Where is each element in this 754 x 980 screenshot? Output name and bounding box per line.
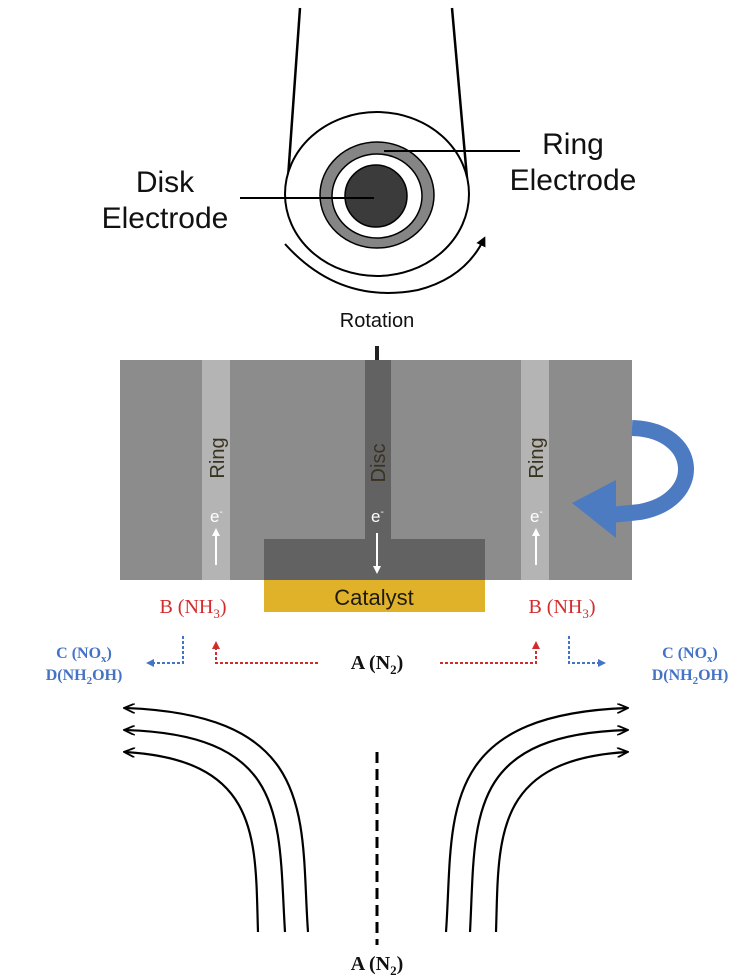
disk-label-line1: Disk <box>136 166 195 199</box>
blue-rotation-arrow-body <box>609 420 694 523</box>
streamline-left-outer <box>125 752 260 933</box>
species-c-left: C (NOx) <box>56 645 112 665</box>
flow-field <box>125 708 627 945</box>
species-b-left: B (NH3) <box>159 596 226 621</box>
path-b-to-cd-right <box>568 636 606 667</box>
catalyst-layer <box>264 580 485 612</box>
cross-section <box>120 346 694 612</box>
ring-label-line2: Electrode <box>510 164 637 197</box>
species-a-bottom: A (N2) <box>351 953 404 978</box>
disk-label-line2: Electrode <box>102 202 229 235</box>
path-a-to-b-right <box>440 641 540 664</box>
shaft-left-edge <box>286 7 302 179</box>
ring-left-label: Ring <box>207 437 229 478</box>
rotation-arrow <box>284 236 486 294</box>
electron-label-right: e- <box>530 507 543 526</box>
streamline-right-middle <box>468 730 627 933</box>
electron-label-disc: e- <box>371 507 384 526</box>
disc-base <box>264 539 485 581</box>
path-b-to-cd-left <box>146 636 184 667</box>
shaft-right-edge <box>450 7 469 179</box>
catalyst-label: Catalyst <box>334 585 413 610</box>
species-d-right: D(NH2OH) <box>652 667 729 687</box>
species-b-right: B (NH3) <box>528 596 595 621</box>
species-a-middle: A (N2) <box>351 652 404 677</box>
ring-right-label: Ring <box>526 437 548 478</box>
disc-label: Disc <box>368 444 390 483</box>
streamline-left-middle <box>125 730 287 933</box>
electron-label-left: e- <box>210 507 223 526</box>
rotation-label: Rotation <box>340 310 415 332</box>
ring-label-line1: Ring <box>542 128 604 161</box>
species-d-left: D(NH2OH) <box>46 667 123 687</box>
species-c-right: C (NOx) <box>662 645 718 665</box>
streamline-right-inner <box>444 708 627 933</box>
disk-electrode-shape <box>344 164 408 228</box>
streamline-left-inner <box>125 708 310 933</box>
path-a-to-b-left <box>212 641 318 664</box>
electrode-tip-view <box>240 7 520 294</box>
streamline-right-outer <box>494 752 627 933</box>
blue-rotation-arrow-head <box>572 480 616 538</box>
disc-channel <box>365 360 391 542</box>
